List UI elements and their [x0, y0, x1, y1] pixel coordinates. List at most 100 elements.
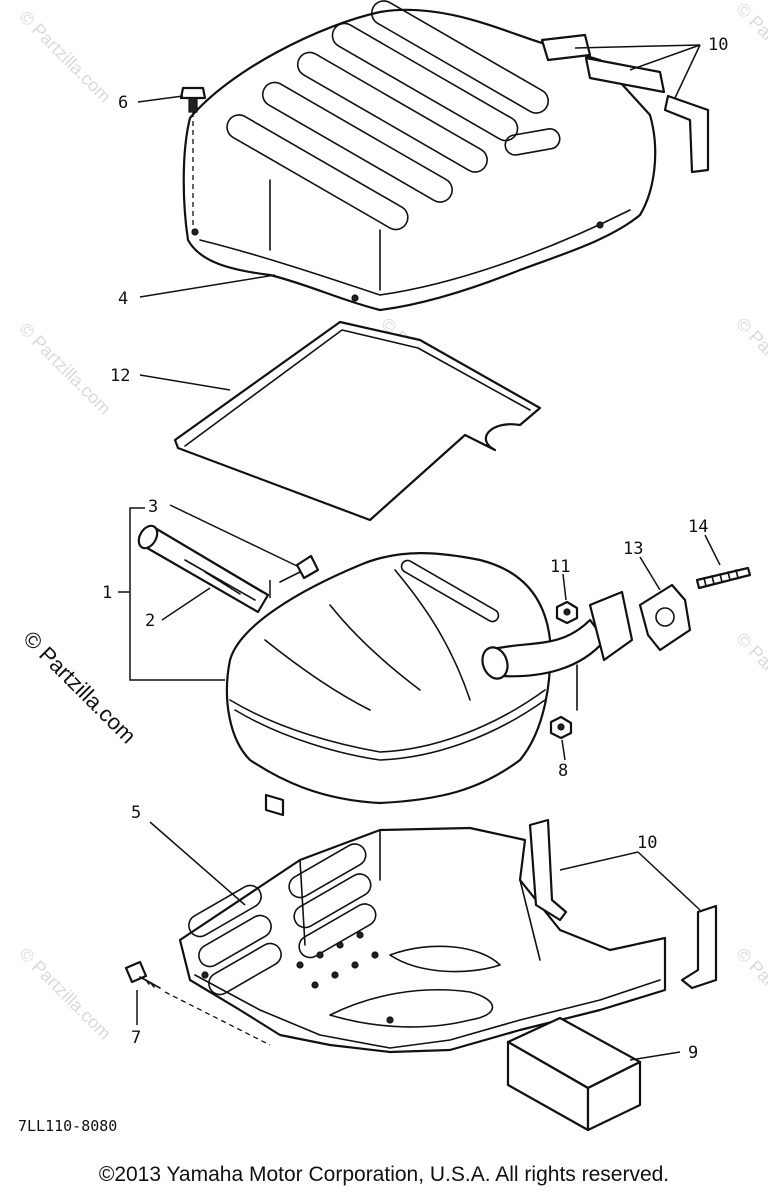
callout-10-top: 10: [708, 35, 728, 55]
leader-6: [137, 95, 184, 103]
rubber-strip: [540, 33, 592, 62]
leader-10-top: [574, 44, 701, 49]
exhaust-gasket: [638, 583, 692, 652]
mounting-hole: [351, 294, 359, 302]
top-rubber-strips: [540, 33, 710, 174]
muffler-bracket: [264, 793, 285, 817]
callout-8: 8: [558, 761, 568, 781]
stud-threads: [703, 569, 739, 587]
bottom-cover-lip: [194, 974, 661, 1049]
top-cover: [182, 0, 657, 312]
top-cover-outline: [182, 8, 657, 312]
mounting-hole: [201, 971, 209, 979]
drain-hole: [336, 941, 344, 949]
rubber-strip: [528, 818, 568, 922]
gasket-outline: [173, 320, 542, 522]
watermark-text: © Partzilla.com: [732, 629, 768, 729]
muffler-ribs: [264, 569, 471, 711]
watermark-text: © Partzilla.com: [15, 944, 115, 1044]
tailpipe-mesh: [184, 551, 263, 601]
leader-13: [639, 556, 661, 591]
leader-9: [629, 1051, 681, 1061]
bottom-louver: [188, 884, 262, 938]
callout-2: 2: [145, 611, 155, 631]
drain-hole: [316, 951, 324, 959]
watermark-text: © Partzilla.com: [732, 0, 768, 99]
nut-lower: [549, 715, 573, 740]
callout-12: 12: [110, 366, 130, 386]
drawing-code: 7LL110-8080: [18, 1117, 117, 1135]
watermark-text: © Partzilla.com: [732, 944, 768, 1044]
drain-hole: [356, 931, 364, 939]
bolt-guide-line: [164, 991, 271, 1046]
bottom-bolt: [124, 960, 161, 989]
watermark-text: © Partzilla.com: [15, 319, 115, 419]
rubber-strip: [680, 904, 718, 990]
leader-12: [139, 374, 231, 391]
bottom-louver: [298, 903, 377, 959]
louver-slot: [261, 81, 453, 203]
screw-head: [295, 554, 320, 580]
stud-bolt: [695, 566, 752, 590]
muffler-groove: [400, 559, 500, 623]
callout-14: 14: [688, 517, 708, 537]
bottom-louver: [293, 873, 372, 929]
callout-4: 4: [118, 289, 128, 309]
bottom-louver: [288, 843, 367, 899]
bottom-cover: [178, 826, 667, 1054]
muffler-seam-lower: [234, 699, 546, 761]
foam-block: [506, 1016, 642, 1132]
screw-shank: [279, 571, 301, 583]
bolt-shank: [139, 976, 161, 989]
leader-11: [562, 573, 567, 601]
rubber-strip: [663, 94, 710, 174]
drain-hole: [296, 961, 304, 969]
gasket-inner-edge: [184, 329, 531, 447]
callout-3: 3: [148, 497, 158, 517]
louver-slot: [504, 128, 561, 156]
louver-slot: [370, 0, 550, 114]
bolt-head: [179, 86, 207, 100]
leader-8: [561, 739, 566, 761]
gasket-plate: [638, 583, 692, 652]
leader-1-bracket: [129, 507, 225, 681]
drain-hole: [311, 981, 319, 989]
callout-6: 6: [118, 93, 128, 113]
leader-10-bottom: [637, 851, 701, 911]
mounting-hole: [191, 228, 199, 236]
top-cover-edge: [269, 179, 381, 291]
nut-hole: [557, 723, 565, 731]
leader-2: [161, 587, 211, 621]
copyright-notice: ©2013 Yamaha Motor Corporation, U.S.A. A…: [98, 1163, 670, 1186]
bolt-shank: [188, 97, 198, 113]
tailpipe-end: [137, 524, 159, 550]
leader-4: [139, 274, 276, 298]
bottom-cover-outline: [178, 826, 667, 1054]
watermark-main: © Partzilla.com: [18, 626, 141, 749]
callout-5: 5: [131, 803, 141, 823]
louver-slot: [226, 114, 409, 231]
louver-slot: [296, 51, 488, 173]
outlet-pipe-end: [481, 646, 509, 680]
outlet-flange: [588, 590, 634, 662]
muffler-screw: [279, 554, 320, 583]
leader-14: [704, 534, 721, 566]
drain-hole: [371, 951, 379, 959]
gasket-hole: [655, 607, 675, 627]
nut-hole: [563, 608, 571, 616]
callout-1: 1: [102, 583, 112, 603]
top-cover-lip: [199, 209, 631, 296]
leader-10-top: [674, 44, 701, 99]
bottom-rubber-strips: [528, 818, 718, 990]
callout-7: 7: [131, 1028, 141, 1048]
tailpipe: [137, 524, 270, 614]
bottom-recess: [389, 945, 501, 973]
watermark-text: © Partzilla.com: [15, 7, 115, 107]
foam-side: [586, 1060, 642, 1132]
watermark-text: © Partzilla.com: [732, 314, 768, 414]
bottom-louver: [208, 942, 282, 996]
gasket-sheet: [173, 320, 542, 522]
mounting-hole: [386, 1016, 394, 1024]
bottom-recess: [329, 988, 494, 1028]
